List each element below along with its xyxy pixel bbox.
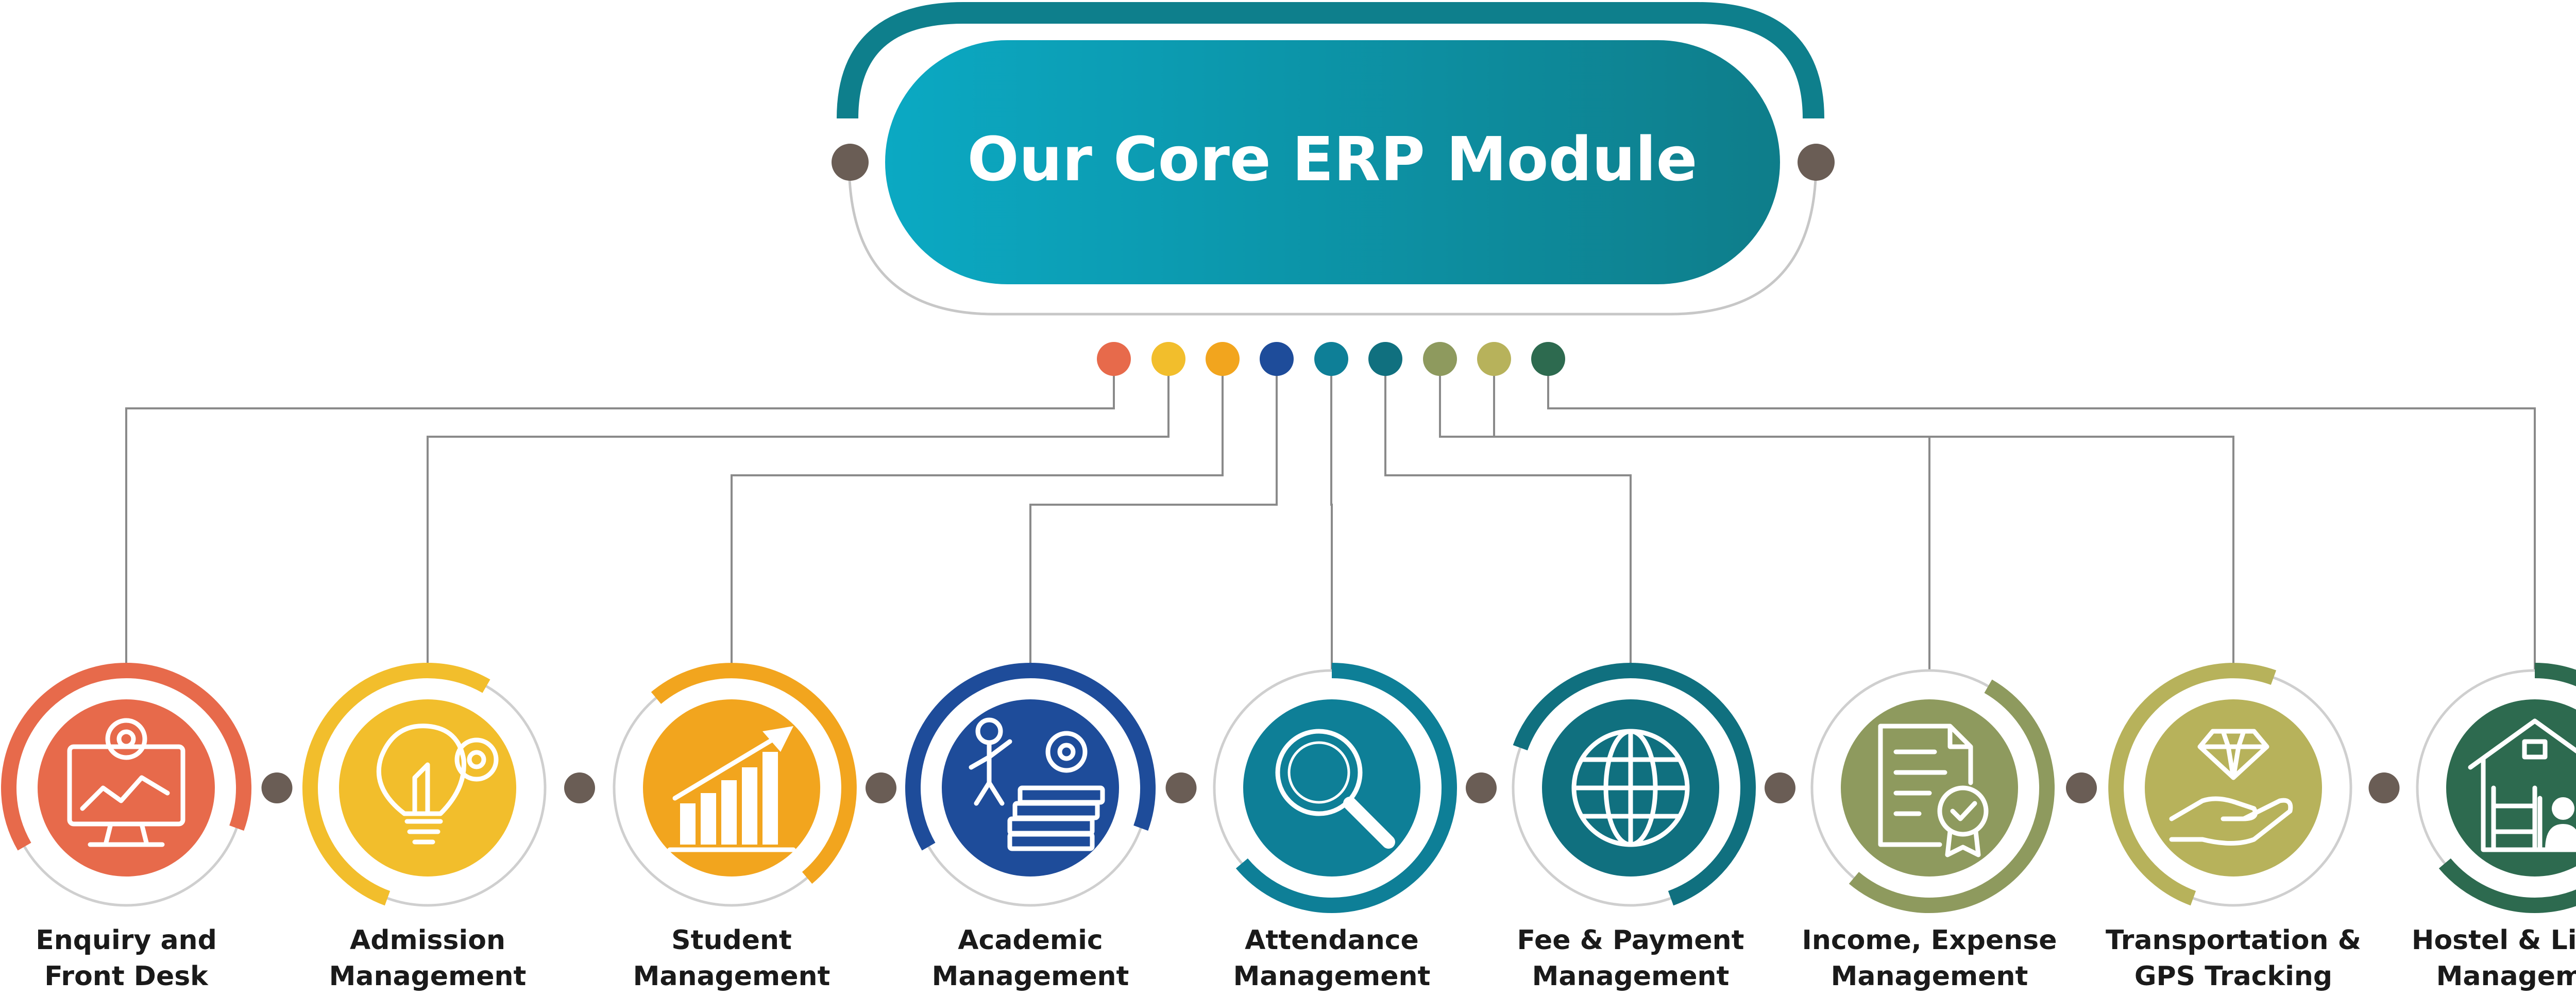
module-label-line2: Front Desk — [44, 961, 209, 992]
connector-dot — [1314, 342, 1348, 376]
connector-line — [731, 359, 1224, 671]
separator-dot — [1165, 772, 1197, 803]
hand-diamond-icon — [2169, 729, 2293, 846]
module-accent-arc — [2108, 663, 2277, 906]
house-bunkbed-person-icon — [2468, 718, 2576, 852]
connector-line — [1384, 359, 1632, 671]
connector-dot — [1368, 342, 1402, 376]
module-label-line2: Management — [329, 961, 527, 992]
separator-dots — [261, 772, 2400, 803]
connector-dots — [1097, 342, 1565, 376]
connector-dot — [1531, 342, 1565, 376]
connector-dot — [1097, 342, 1131, 376]
module-accent-arc — [302, 663, 490, 906]
module-label-line1: Transportation & — [2106, 925, 2361, 956]
connector-dot — [1151, 342, 1185, 376]
magnifier-icon — [1275, 729, 1395, 849]
connector-dot — [1260, 342, 1294, 376]
separator-dot — [2368, 772, 2400, 803]
separator-dot — [1466, 772, 1497, 803]
module-label-line2: Management — [932, 961, 1129, 992]
module-label-line2: Management — [1233, 961, 1431, 992]
module-label-line2: GPS Tracking — [2134, 961, 2332, 992]
globe-icon — [1571, 729, 1690, 847]
module-accent-arc — [1, 663, 251, 851]
module-accent-arc — [2438, 663, 2576, 913]
module-label-line2: Management — [1831, 961, 2028, 992]
separator-dot — [2066, 772, 2097, 803]
module-label-line1: Attendance — [1245, 925, 1419, 956]
person-books-gear-icon — [969, 717, 1105, 851]
connector-line — [1330, 359, 1333, 671]
module-accent-arc — [651, 663, 857, 884]
separator-dot — [866, 772, 896, 803]
separator-dot — [564, 772, 595, 803]
connector-dot — [1206, 342, 1240, 376]
module-disk — [2145, 699, 2322, 876]
connector-line — [1493, 359, 2234, 671]
connector-line — [1439, 359, 1930, 671]
module-label-line1: Hostel & Library — [2412, 925, 2576, 956]
separator-dot — [1765, 772, 1795, 803]
header-outer-ring — [848, 162, 1818, 316]
header-title: Our Core ERP Module — [967, 124, 1697, 195]
module-label-line1: Income, Expense — [1802, 925, 2057, 956]
connector-line — [1029, 359, 1278, 671]
module-label-line1: Enquiry and — [36, 925, 217, 956]
module-label-line2: Management — [1532, 961, 1730, 992]
connector-dot — [1423, 342, 1457, 376]
module-disk — [1243, 699, 1420, 876]
module-accent-arc — [1849, 679, 2055, 913]
connector-line — [1547, 359, 2536, 671]
module-item: Transportation & GPS Tracking — [2106, 663, 2361, 992]
connector-lines — [125, 359, 2536, 671]
lightbulb-gear-icon — [376, 724, 499, 845]
header-top-arc — [837, 2, 1824, 119]
header: Our Core ERP Module — [832, 2, 1835, 316]
header-right-dot — [1798, 144, 1835, 181]
module-accent-arc — [1513, 663, 1756, 906]
header-pill — [885, 40, 1780, 284]
module-label-line1: Student — [671, 925, 792, 956]
module-disk — [38, 699, 215, 876]
module-label-line1: Academic — [958, 925, 1103, 956]
growth-bar-chart-icon — [667, 726, 796, 852]
module-label-line1: Admission — [350, 925, 505, 956]
module-label-line2: Management — [633, 961, 831, 992]
module-label-line1: Fee & Payment — [1517, 925, 1744, 956]
connector-line — [427, 359, 1170, 671]
module-item: Hostel & LibraryManagement — [2412, 663, 2576, 992]
separator-dot — [261, 772, 293, 803]
connector-line — [125, 359, 1115, 671]
monitor-gear-chart-icon — [67, 718, 185, 847]
module-label-line2: Management — [2436, 961, 2576, 992]
module-accent-arc — [905, 663, 1156, 851]
module-accent-arc — [1235, 663, 1457, 913]
document-certificate-icon — [1878, 724, 1989, 857]
connector-dot — [1477, 342, 1511, 376]
header-left-dot — [832, 144, 869, 181]
